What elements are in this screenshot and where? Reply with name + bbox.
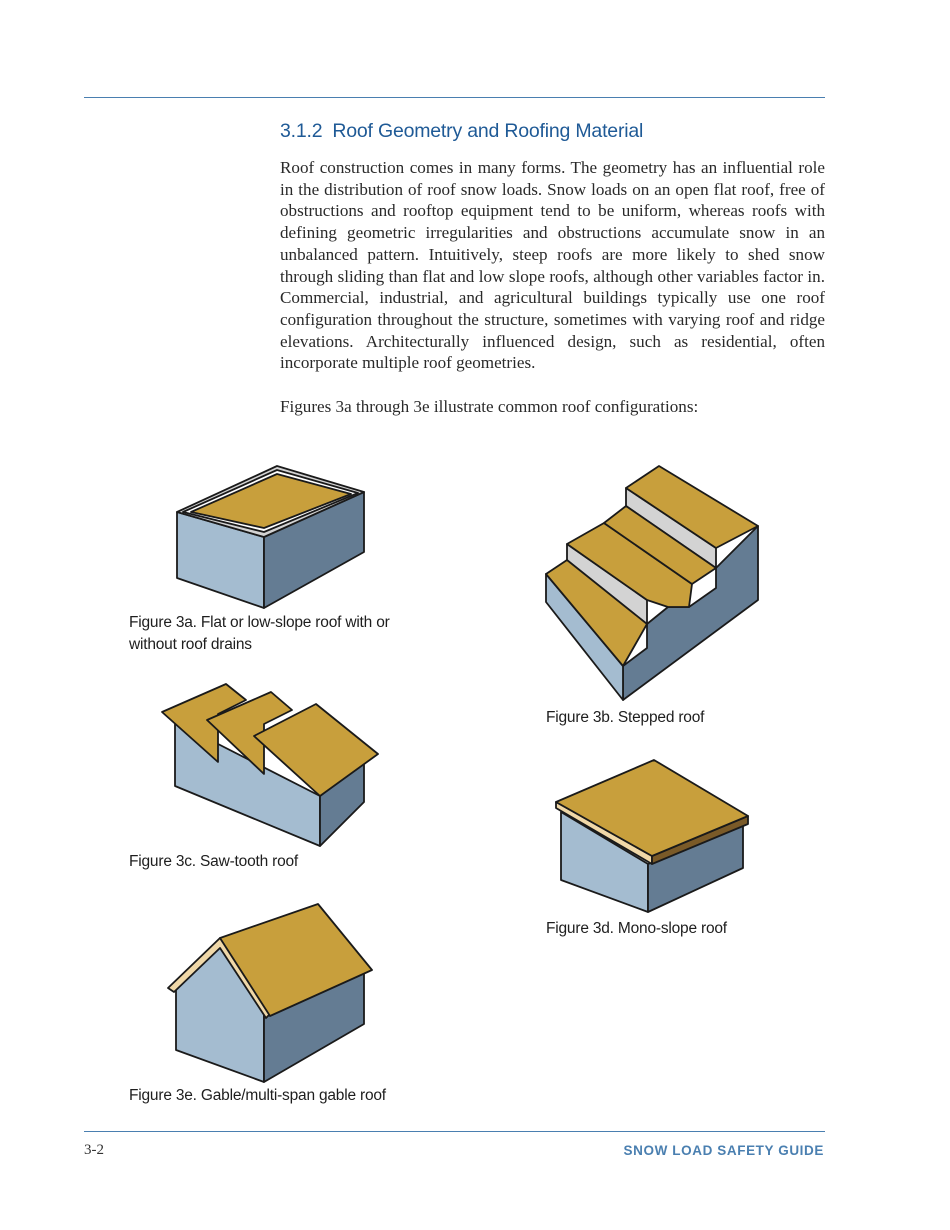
figure-3a-caption-line-2: without roof drains: [129, 636, 252, 653]
header-rule: [84, 97, 825, 98]
stepped-roof-building-icon: [545, 465, 759, 701]
figure-3c: [158, 680, 384, 852]
page-number: 3-2: [84, 1142, 104, 1158]
section-title: Roof Geometry and Roofing Material: [332, 120, 644, 142]
footer-rule: [84, 1131, 825, 1132]
figure-3d-caption: Figure 3d. Mono-slope roof: [546, 920, 727, 937]
gable-roof-building-icon: [167, 903, 373, 1083]
figure-3b-caption: Figure 3b. Stepped roof: [546, 709, 705, 726]
figure-3d: [552, 756, 752, 916]
guide-title: SNOW LOAD SAFETY GUIDE: [623, 1143, 824, 1158]
mono-slope-roof-building-icon: [555, 759, 749, 913]
section-heading: 3.1.2 Roof Geometry and Roofing Material: [280, 120, 643, 143]
figure-3a: [170, 460, 370, 612]
section-number: 3.1.2: [280, 120, 323, 142]
figure-3b: [540, 460, 764, 706]
flat-roof-building-icon: [176, 465, 365, 609]
body-paragraph-2: Figures 3a through 3e illustrate common …: [280, 397, 699, 416]
figure-3c-caption: Figure 3c. Saw-tooth roof: [129, 853, 299, 870]
figure-3a-caption: Figure 3a. Flat or low-slope roof with o…: [129, 612, 390, 656]
body-paragraph-1: Roof construction comes in many forms. T…: [280, 158, 825, 373]
figure-3e: [164, 900, 378, 1086]
saw-tooth-roof-building-icon: [161, 683, 379, 847]
figure-3a-caption-line-1: Figure 3a. Flat or low-slope roof with o…: [129, 614, 390, 631]
figure-3e-caption: Figure 3e. Gable/multi-span gable roof: [129, 1087, 386, 1104]
